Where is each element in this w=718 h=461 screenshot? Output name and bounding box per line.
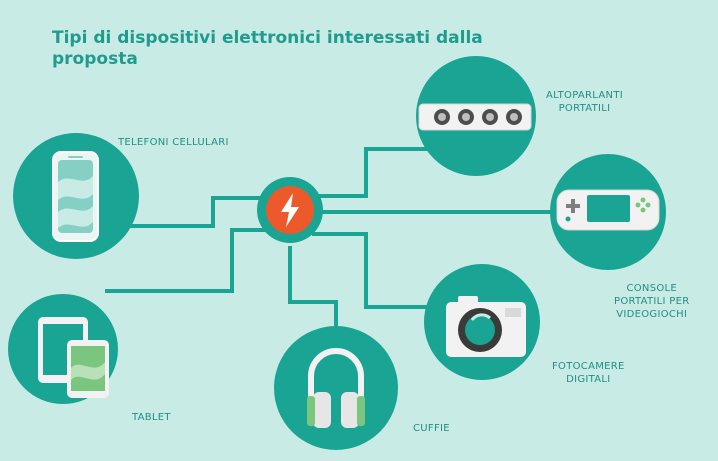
connectors	[105, 147, 560, 330]
node-cameras	[424, 264, 540, 380]
node-headphones	[274, 326, 398, 450]
label-phones: TELEFONI CELLULARI	[118, 137, 229, 148]
connector-tablets	[105, 228, 270, 293]
speaker-icon	[418, 103, 532, 131]
lightning-bolt-icon	[281, 193, 299, 227]
hub-node	[257, 177, 323, 243]
camera-icon	[446, 296, 526, 357]
node-consoles	[550, 154, 666, 270]
connector-cameras	[312, 232, 428, 309]
label-speakers: ALTOPARLANTI PORTATILI	[546, 90, 623, 114]
label-tablets: TABLET	[132, 412, 171, 423]
handheld-console-icon	[556, 189, 660, 231]
connector-phones	[128, 196, 262, 228]
connector-headphones	[288, 246, 338, 330]
label-cameras: FOTOCAMERE DIGITALI	[552, 361, 625, 385]
smartphone-icon	[52, 151, 99, 242]
tablet-icon	[38, 317, 109, 398]
connector-speakers	[315, 147, 438, 198]
headphones-icon	[307, 348, 365, 428]
label-consoles: CONSOLE PORTATILI PER VIDEOGIOCHI	[614, 283, 690, 320]
node-phones	[13, 133, 139, 259]
label-headphones: CUFFIE	[413, 423, 450, 434]
diagram-title: Tipi di dispositivi elettronici interess…	[52, 28, 483, 69]
node-tablets	[8, 294, 118, 404]
node-speakers	[416, 56, 536, 176]
